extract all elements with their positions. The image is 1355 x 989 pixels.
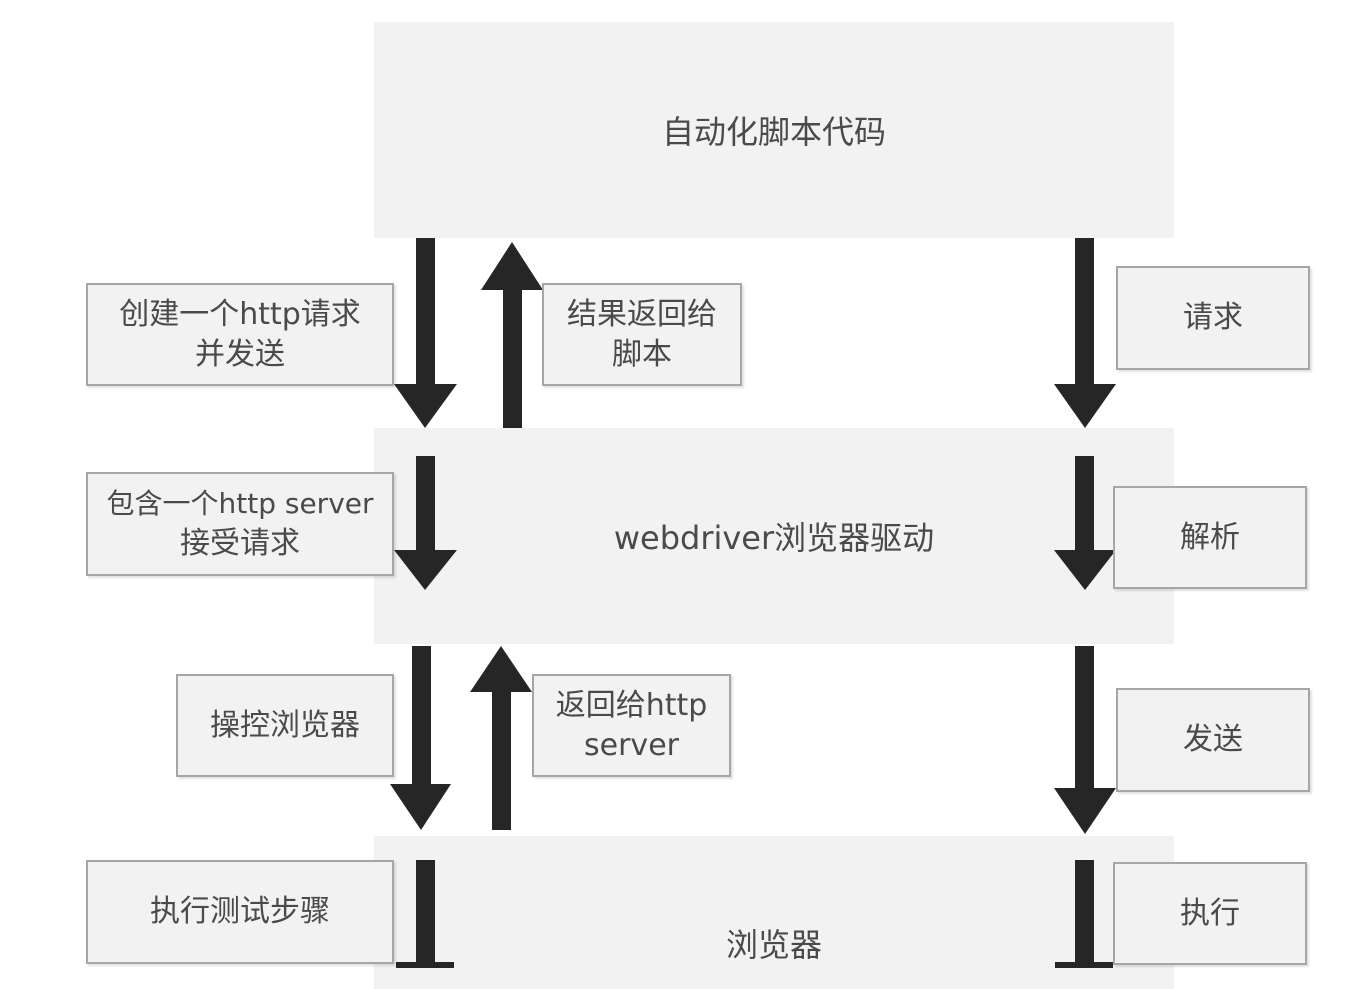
label-control-browser-line1: 操控浏览器 [210,707,360,743]
webdriver-driver-block: webdriver浏览器驱动 [374,428,1174,644]
label-control-browser: 操控浏览器 [176,674,394,777]
automation-script-title: 自动化脚本代码 [661,113,886,151]
arrow-down-script-to-driver [394,238,457,428]
label-result-return-line2: 脚本 [612,336,672,372]
label-execute: 执行 [1113,862,1307,965]
arrow-down-driver-internal-left [394,456,457,590]
label-http-server-line1: 包含一个http server [106,487,374,520]
label-return-http: 返回给http server [532,674,731,777]
label-create-request: 创建一个http请求 并发送 [86,283,394,386]
label-execute-steps: 执行测试步骤 [86,860,394,964]
label-send-line1: 发送 [1183,722,1243,757]
arrow-down-right-execute [1055,860,1113,968]
arrow-up-browser-to-driver [470,646,532,830]
webdriver-driver-title: webdriver浏览器驱动 [613,519,935,557]
label-send: 发送 [1116,688,1310,792]
browser-block: 浏览器 [374,836,1174,989]
arrow-down-driver-to-browser-left [390,646,451,830]
label-return-http-line1: 返回给http [555,687,708,723]
label-create-request-line1: 创建一个http请求 [119,296,361,332]
label-result-return: 结果返回给 脚本 [542,283,742,386]
browser-title: 浏览器 [725,926,822,964]
label-parse: 解析 [1113,486,1307,589]
label-execute-steps-line1: 执行测试步骤 [150,894,330,929]
arrow-down-right-request [1054,238,1116,428]
label-parse-line1: 解析 [1180,519,1240,555]
arrow-up-driver-to-script [481,242,543,428]
arrow-down-right-send [1054,646,1116,834]
label-http-server-line2: 接受请求 [180,526,300,561]
arrow-down-browser-left [396,860,454,968]
label-result-return-line1: 结果返回给 [567,296,717,332]
arrow-down-right-parse [1054,456,1116,590]
label-request-line1: 请求 [1183,300,1243,335]
label-request: 请求 [1116,266,1310,370]
label-create-request-line2: 并发送 [195,336,285,372]
label-execute-line1: 执行 [1180,895,1240,931]
label-return-http-line2: server [584,727,679,763]
label-http-server: 包含一个http server 接受请求 [86,472,394,576]
automation-script-block: 自动化脚本代码 [374,22,1174,238]
